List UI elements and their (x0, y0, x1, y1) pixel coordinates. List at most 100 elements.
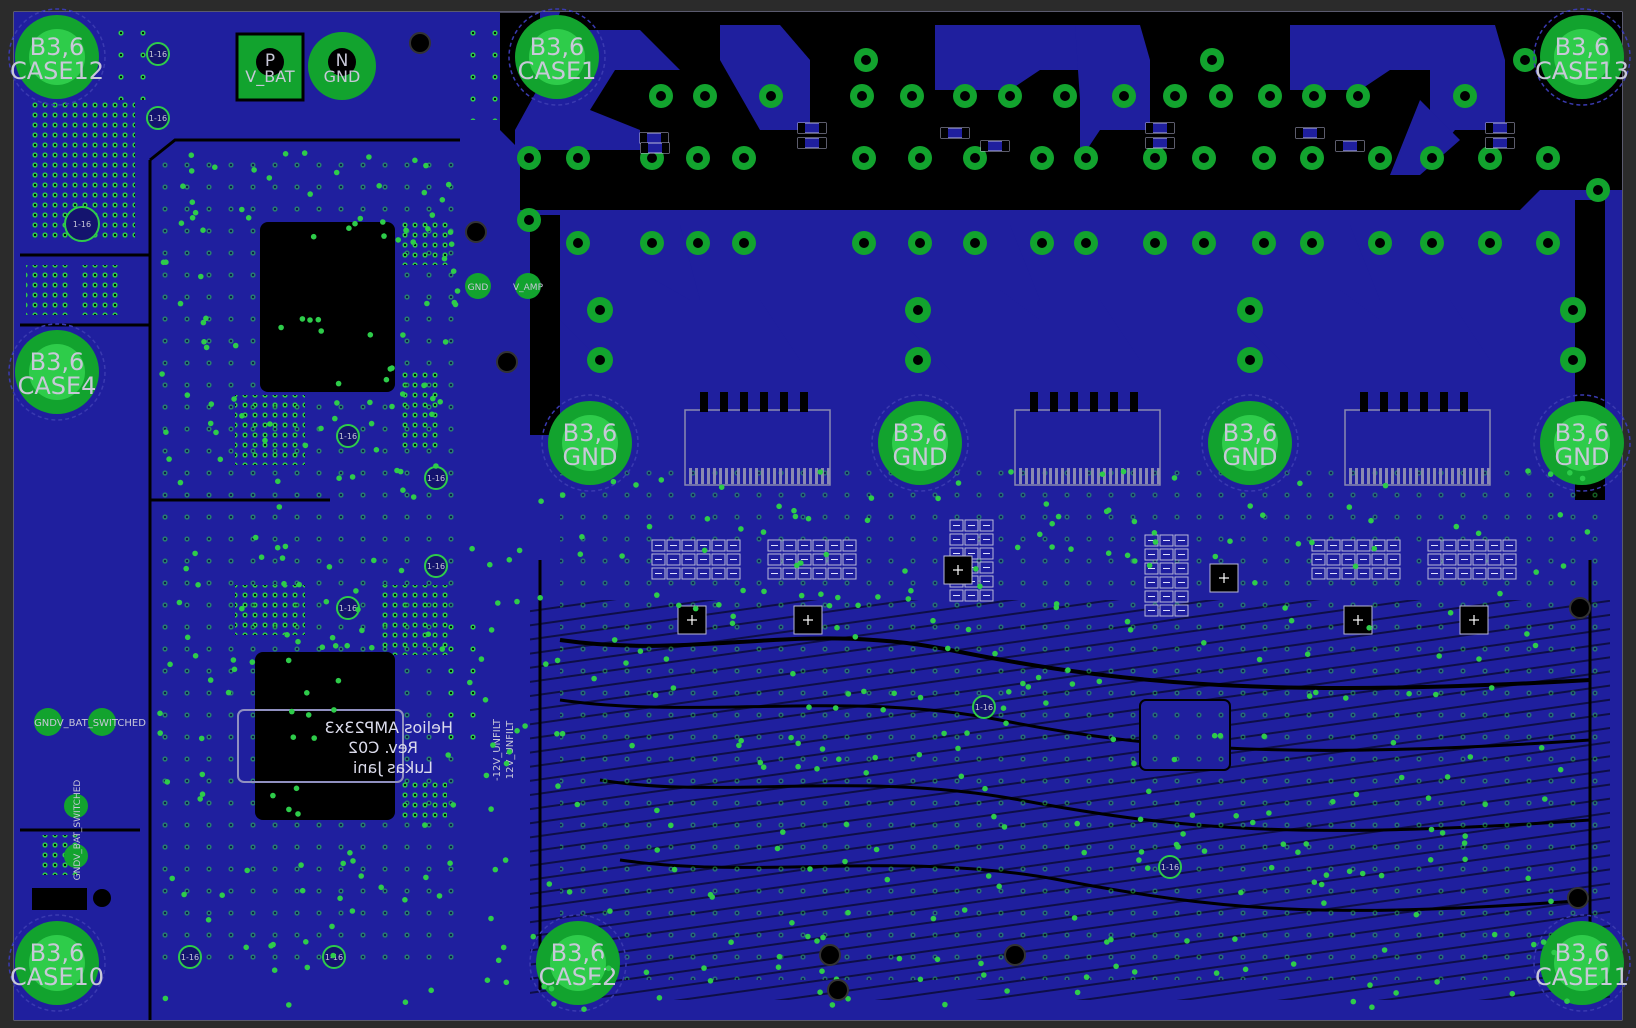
via (282, 543, 289, 550)
through-hole-pad[interactable] (1192, 146, 1216, 170)
via (978, 960, 984, 967)
through-hole-pad[interactable] (854, 48, 878, 72)
via-ring[interactable]: 1-16 (424, 466, 448, 490)
through-hole-pad[interactable] (1237, 297, 1263, 323)
through-hole-pad[interactable] (1163, 84, 1187, 108)
via-ring[interactable]: 1-16 (178, 945, 202, 969)
through-hole-pad[interactable] (1586, 178, 1610, 202)
via-ring[interactable]: 1-16 (146, 42, 170, 66)
through-hole-pad[interactable] (1300, 146, 1324, 170)
v-bat-square-pad[interactable] (235, 32, 305, 102)
via (1551, 949, 1557, 956)
through-hole-pad[interactable] (1420, 146, 1444, 170)
through-hole-pad[interactable] (1420, 231, 1444, 255)
through-hole-pad[interactable] (566, 231, 590, 255)
through-hole-pad[interactable] (1143, 231, 1167, 255)
via-ring[interactable]: 1-16 (336, 424, 360, 448)
through-hole-pad[interactable] (587, 347, 613, 373)
through-hole-pad[interactable] (587, 297, 613, 323)
through-hole-pad[interactable] (1346, 84, 1370, 108)
via (1260, 512, 1266, 518)
through-hole-pad[interactable] (1200, 48, 1224, 72)
via-ring[interactable]: 1-16 (64, 206, 100, 242)
through-hole-pad[interactable] (852, 146, 876, 170)
via (845, 909, 851, 916)
through-hole-pad[interactable] (1560, 347, 1586, 373)
through-hole-pad[interactable] (1112, 84, 1136, 108)
through-hole-pad[interactable] (1453, 84, 1477, 108)
through-hole-pad[interactable] (963, 231, 987, 255)
via-ring[interactable]: 1-16 (146, 106, 170, 130)
via (629, 742, 635, 749)
via (1131, 969, 1138, 975)
through-hole-pad[interactable] (900, 84, 924, 108)
via (663, 656, 670, 662)
through-hole-pad[interactable] (517, 208, 541, 232)
through-hole-pad[interactable] (1209, 84, 1233, 108)
via (704, 516, 711, 522)
via (1533, 569, 1539, 575)
via (652, 692, 659, 698)
through-hole-pad[interactable] (953, 84, 977, 108)
via-ring[interactable]: 1-16 (424, 554, 448, 578)
through-hole-pad[interactable] (1536, 231, 1560, 255)
through-hole-pad[interactable] (1478, 231, 1502, 255)
through-hole-pad[interactable] (963, 146, 987, 170)
through-hole-pad[interactable] (1560, 297, 1586, 323)
through-hole-pad[interactable] (686, 231, 710, 255)
through-hole-pad[interactable] (566, 146, 590, 170)
through-hole-pad[interactable] (1258, 84, 1282, 108)
through-hole-pad[interactable] (1143, 146, 1167, 170)
through-hole-pad[interactable] (1030, 146, 1054, 170)
through-hole-pad[interactable] (517, 146, 541, 170)
through-hole-pad[interactable] (1053, 84, 1077, 108)
through-hole-pad[interactable] (852, 231, 876, 255)
through-hole-pad[interactable] (649, 84, 673, 108)
through-hole-pad[interactable] (1368, 146, 1392, 170)
through-hole-pad[interactable] (732, 146, 756, 170)
via (307, 191, 314, 197)
through-hole-pad[interactable] (1300, 231, 1324, 255)
through-hole-pad[interactable] (905, 347, 931, 373)
ic-footprints (255, 220, 450, 820)
via-ring[interactable]: 1-16 (972, 695, 996, 719)
through-hole-pad[interactable] (998, 84, 1022, 108)
through-hole-pad[interactable] (686, 146, 710, 170)
unplated-hole (1569, 597, 1591, 619)
through-hole-pad[interactable] (1368, 231, 1392, 255)
through-hole-pad[interactable] (1074, 146, 1098, 170)
through-hole-pad[interactable] (1513, 48, 1537, 72)
through-hole-pad[interactable] (732, 231, 756, 255)
through-hole-pad[interactable] (1252, 231, 1276, 255)
via (992, 650, 998, 657)
through-hole-pad[interactable] (850, 84, 874, 108)
through-hole-pad[interactable] (908, 231, 932, 255)
via (902, 568, 908, 574)
through-hole-pad[interactable] (908, 146, 932, 170)
via-ring[interactable]: 1-16 (1158, 855, 1182, 879)
through-hole-pad[interactable] (1536, 146, 1560, 170)
through-hole-pad[interactable] (640, 231, 664, 255)
through-hole-pad[interactable] (693, 84, 717, 108)
through-hole-pad[interactable] (1237, 347, 1263, 373)
through-hole-pad[interactable] (1252, 146, 1276, 170)
through-hole-pad[interactable] (759, 84, 783, 108)
through-hole-pad[interactable] (1478, 146, 1502, 170)
through-hole-pad[interactable] (1074, 231, 1098, 255)
via (541, 983, 547, 990)
through-hole-pad[interactable] (1302, 84, 1326, 108)
through-hole-pad[interactable] (905, 297, 931, 323)
through-hole-pad[interactable] (1030, 231, 1054, 255)
through-hole-pad[interactable] (1192, 231, 1216, 255)
